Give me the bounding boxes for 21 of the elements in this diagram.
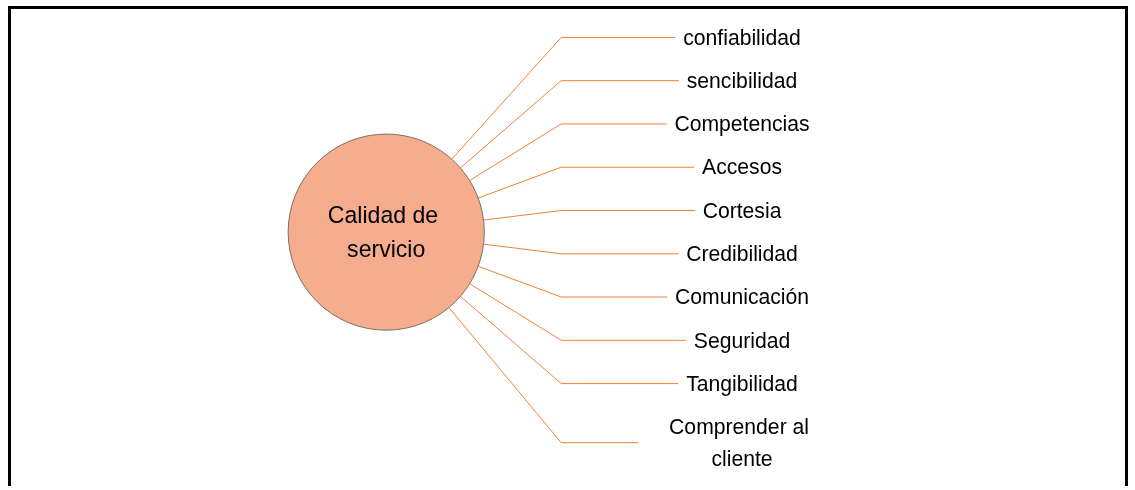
node-text: Seguridad [693, 328, 791, 353]
node-text: Comprender al cliente [669, 414, 810, 471]
connector [459, 295, 679, 385]
node-text: confiabilidad [683, 25, 801, 50]
connector [483, 210, 696, 221]
connector [483, 243, 679, 255]
node-text: Cortesia [702, 198, 782, 223]
node-text: Comunicación [674, 285, 810, 310]
connector [451, 36, 676, 160]
node-text: Accesos [702, 155, 782, 180]
connector [459, 80, 680, 169]
node-text: Tangibilidad [686, 371, 798, 396]
node-text: Credibilidad [686, 241, 798, 266]
connector [448, 307, 639, 444]
connector [477, 265, 668, 298]
node-circle: Calidad de servicio [287, 133, 485, 331]
connector [477, 166, 695, 199]
node-text: sencibilidad [686, 68, 798, 93]
connector [469, 123, 668, 182]
connector [469, 283, 687, 341]
node-text: Competencias [674, 111, 810, 136]
